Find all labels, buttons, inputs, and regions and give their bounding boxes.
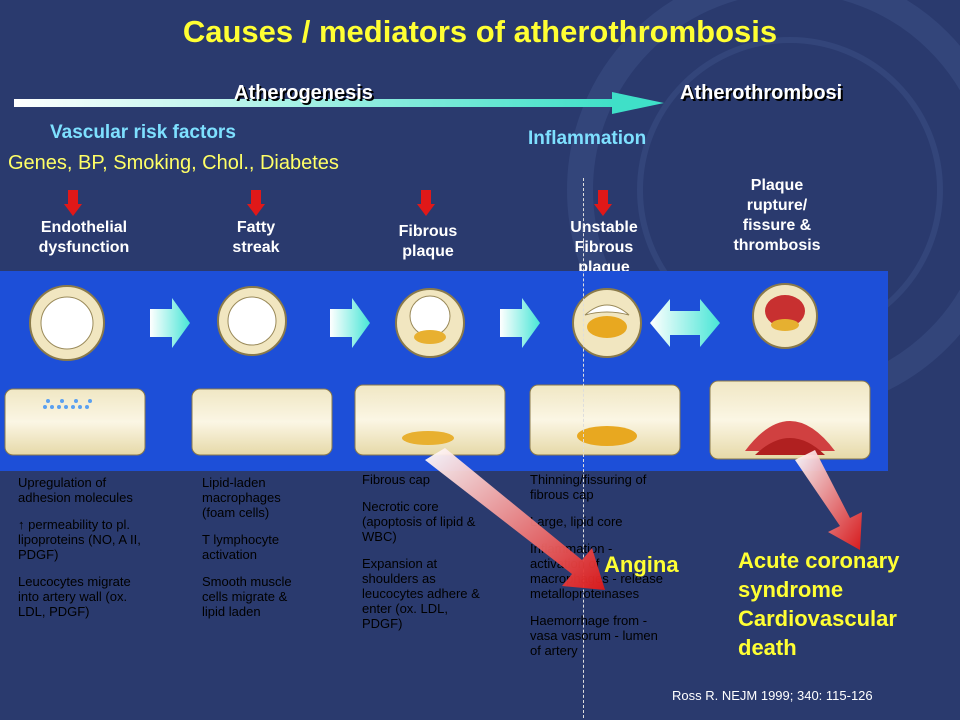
acs-arrow-icon xyxy=(795,450,862,550)
cross-section-2 xyxy=(217,286,287,356)
progression-arrow-icon xyxy=(500,298,540,348)
artery-illustrations xyxy=(4,283,871,460)
down-arrow-icon xyxy=(594,190,612,216)
progression-arrow-icon xyxy=(150,298,190,348)
angina-arrow-icon xyxy=(425,448,605,590)
down-arrow-icon xyxy=(64,190,82,216)
inflammation-label: Inflammation xyxy=(528,128,647,149)
description-col-1: Upregulation of adhesion molecules↑ perm… xyxy=(18,475,141,619)
cross-section-5 xyxy=(752,283,818,349)
page-title: Causes / mediators of atherothrombosis xyxy=(182,14,778,49)
outcome-arrows xyxy=(425,448,862,590)
timeline-arrow xyxy=(14,92,664,114)
risk-factors-list: Genes, BP, Smoking, Chol., Diabetes xyxy=(8,152,339,174)
phase-atherogenesis: Atherogenesis xyxy=(234,82,373,104)
description-col-2: Lipid-laden macrophages (foam cells)T ly… xyxy=(202,475,292,619)
cross-section-4 xyxy=(572,288,642,358)
double-arrow-icon xyxy=(650,299,720,347)
progression-arrow-icon xyxy=(330,298,370,348)
phase-atherothrombosis: Atherothrombosi xyxy=(680,82,843,104)
outcome-angina: Angina xyxy=(604,552,679,577)
cross-section-1 xyxy=(29,285,105,361)
down-arrow-icon xyxy=(247,190,265,216)
down-arrow-icon xyxy=(417,190,435,216)
divider-line xyxy=(583,178,584,718)
cross-section-3 xyxy=(395,288,465,358)
reference-citation: Ross R. NEJM 1999; 340: 115-126 xyxy=(672,688,873,703)
risk-factors-heading: Vascular risk factors xyxy=(50,122,236,143)
